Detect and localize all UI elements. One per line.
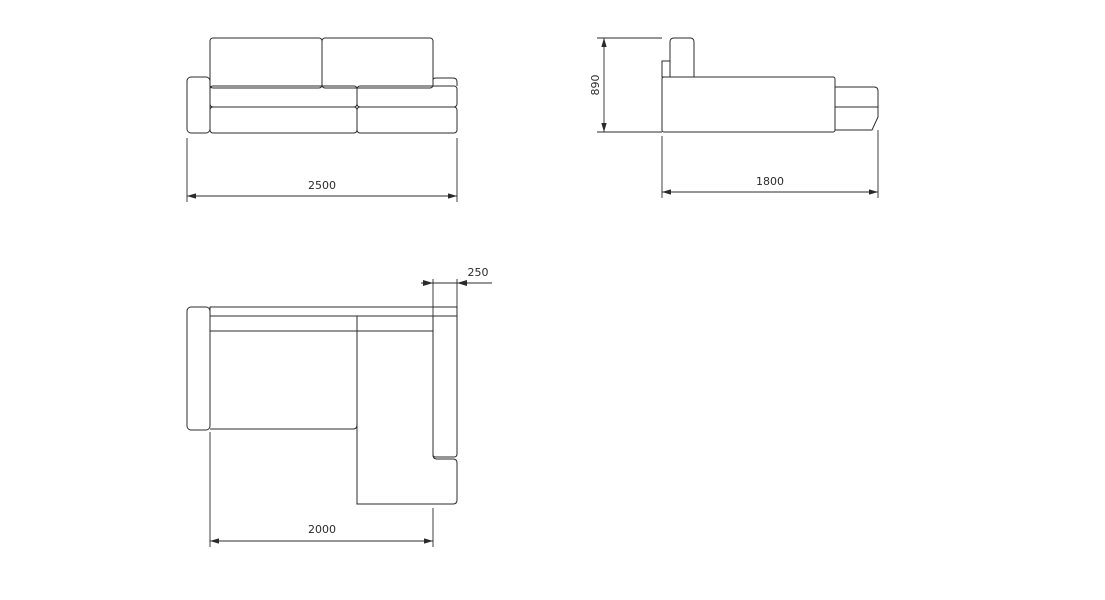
front-back-cushion-left bbox=[209, 37, 323, 89]
front-seat-base-left bbox=[209, 106, 358, 134]
top-seat-left bbox=[210, 330, 358, 430]
top-view: 250 2000 bbox=[186, 266, 492, 547]
front-seat-top-left bbox=[209, 85, 358, 108]
top-back-strip bbox=[209, 306, 458, 317]
top-width-label: 2000 bbox=[308, 523, 336, 536]
side-depth-label: 1800 bbox=[756, 175, 784, 188]
front-seat-top-right bbox=[356, 85, 458, 108]
side-extension-top bbox=[835, 86, 879, 108]
top-armrest-label: 250 bbox=[468, 266, 489, 279]
side-height-label: 890 bbox=[589, 75, 602, 96]
side-extension-bottom bbox=[835, 106, 879, 131]
side-view: 890 1800 bbox=[589, 37, 879, 198]
front-back-cushion-right bbox=[321, 37, 434, 89]
front-armrest-right bbox=[432, 77, 458, 86]
top-armrest-left bbox=[186, 306, 211, 431]
front-width-label: 2500 bbox=[308, 179, 336, 192]
side-backrest bbox=[669, 37, 695, 77]
front-view: 2500 bbox=[186, 37, 458, 202]
side-rear-block bbox=[661, 60, 671, 78]
top-back-cushion-right bbox=[356, 315, 434, 332]
front-seat-base-right bbox=[356, 106, 458, 134]
top-chaise bbox=[356, 331, 458, 505]
top-armrest-right bbox=[432, 316, 458, 458]
top-back-cushion-left bbox=[209, 315, 358, 332]
side-body bbox=[661, 76, 836, 133]
front-armrest-left bbox=[186, 76, 211, 134]
